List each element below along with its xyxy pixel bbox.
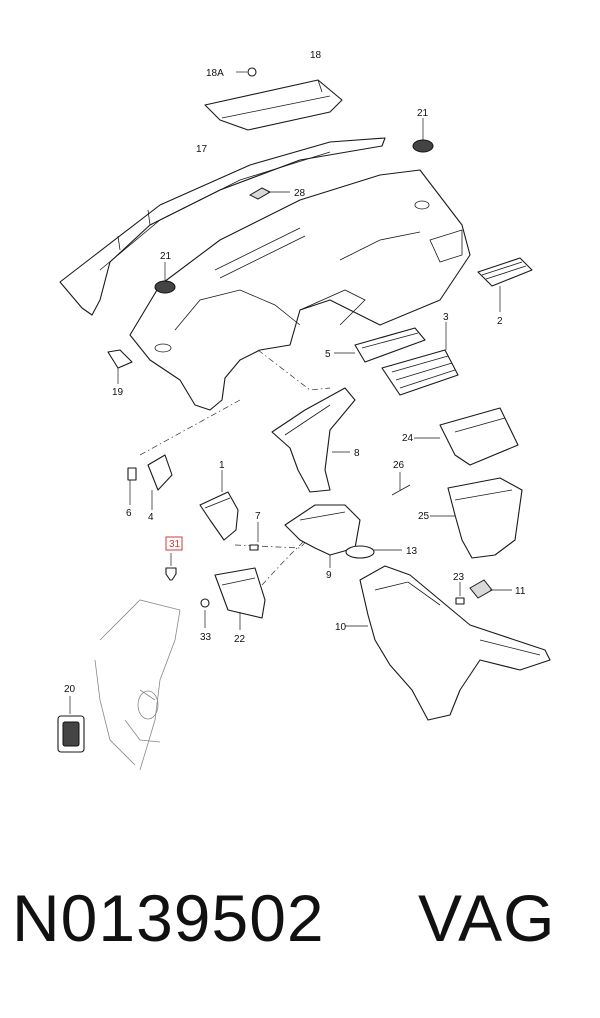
callout-19: 19: [112, 387, 124, 398]
callout-18: 18: [310, 50, 322, 61]
lower-dashboard-ghost: [94, 599, 181, 771]
callout-9: 9: [326, 570, 332, 581]
parts-exploded-diagram: 18 18A 17 21 28 21 2 3 5 19 8 24 1 26 6 …: [57, 50, 551, 771]
part-21-cover-top: [412, 118, 434, 153]
part-5-vent-frame: [334, 327, 426, 363]
callout-3: 3: [443, 312, 449, 323]
part-20-switch: [57, 696, 85, 753]
callout-21-left: 21: [160, 251, 172, 262]
part-24-duct-outlet: [414, 407, 519, 466]
part-33-screw: [200, 598, 210, 628]
part-21-cover-left: [154, 262, 176, 294]
part-28-small-vent: [248, 187, 290, 200]
part-7-screw: [249, 522, 259, 551]
part-9-distribution-duct: [284, 504, 361, 568]
part-1-vent-housing: [199, 470, 239, 541]
part-22-bracket: [214, 567, 266, 630]
brand-name: VAG: [418, 881, 556, 955]
dashboard-panel: [129, 169, 471, 411]
callout-5: 5: [325, 349, 331, 360]
part-4-bracket: [147, 454, 173, 510]
callout-8: 8: [354, 448, 360, 459]
callout-28: 28: [294, 188, 306, 199]
callout-31-highlight: 31: [165, 536, 183, 551]
part-26-pin: [391, 472, 411, 496]
part-18a-clip: [236, 67, 257, 77]
part-17-defroster-duct: [59, 137, 386, 316]
callout-17: 17: [196, 144, 208, 155]
callout-20: 20: [64, 684, 76, 695]
part-13-ring: [345, 545, 402, 559]
callout-2: 2: [497, 316, 503, 327]
part-18-cover-strip: [204, 79, 343, 131]
part-19-bracket: [107, 349, 133, 384]
callout-4: 4: [148, 512, 154, 523]
part-6-clip: [127, 467, 137, 505]
part-23-screw: [455, 582, 465, 605]
part-25-duct-housing: [430, 477, 523, 559]
callout-13: 13: [406, 546, 418, 557]
callout-23: 23: [453, 572, 465, 583]
callout-6: 6: [126, 508, 132, 519]
callout-7: 7: [255, 511, 261, 522]
callout-33: 33: [200, 632, 212, 643]
part-number: N0139502: [12, 881, 325, 955]
part-11-cover: [469, 579, 512, 599]
part-2-side-vent: [477, 257, 533, 312]
callout-24: 24: [402, 433, 414, 444]
callout-11: 11: [515, 586, 526, 597]
callout-25: 25: [418, 511, 430, 522]
part-3-center-vent: [381, 322, 459, 396]
part-8-center-duct: [271, 387, 356, 493]
callout-1: 1: [219, 460, 225, 471]
part-10-floor-duct: [345, 565, 551, 721]
footer-caption: N0139502 VAG: [0, 880, 600, 990]
callout-18a: 18A: [206, 68, 224, 79]
callout-26: 26: [393, 460, 405, 471]
callout-31: 31: [169, 539, 181, 550]
callout-10: 10: [335, 622, 347, 633]
part-31-bolt-highlighted: [165, 553, 177, 581]
callout-21-top: 21: [417, 108, 429, 119]
callout-22: 22: [234, 634, 246, 645]
